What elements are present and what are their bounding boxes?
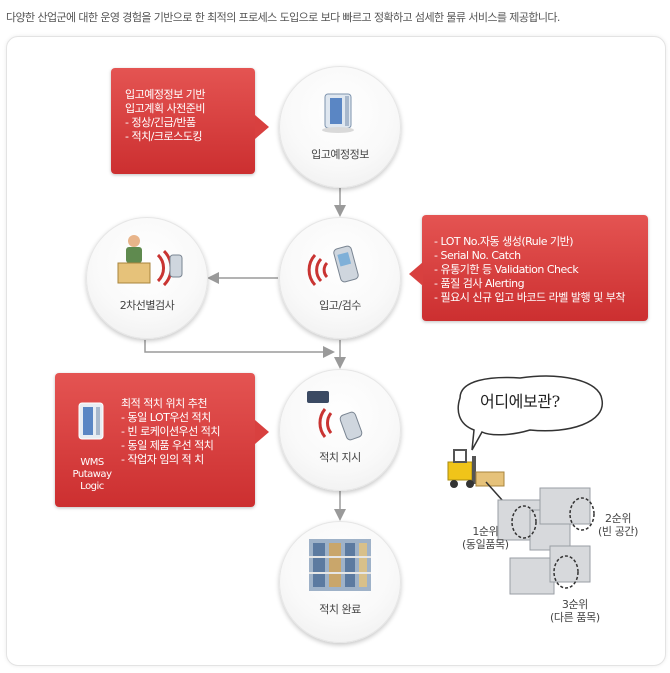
worker-box-icon [117, 235, 183, 287]
callout-line: - 동일 제품 우선 적치 [121, 439, 214, 452]
step-second-inspection: 2차선별검사 [86, 217, 208, 339]
document-scanner-icon [322, 93, 354, 133]
priority-1-label: 1순위 (동일품목) [462, 525, 509, 551]
callout-line: 입고예정정보 기반 [125, 88, 205, 101]
step-label: 적치 완료 [319, 603, 361, 616]
bubble-text: 어디에보관? [480, 392, 560, 411]
priority-2-desc: (빈 공간) [598, 525, 639, 538]
callout-line: - 동일 LOT우선 적치 [121, 411, 211, 424]
callout-putaway: WMS Putaway Logic 최적 적치 위치 추천 - 동일 LOT우선… [55, 373, 255, 507]
step-inspection: 입고/검수 [279, 217, 401, 339]
callout-line: - 품질 검사 Alerting [434, 277, 525, 290]
callout-plan-pointer [255, 115, 269, 139]
callout-line: 최적 적치 위치 추천 [121, 397, 207, 410]
callout-line: - Serial No. Catch [434, 249, 521, 262]
priority-3-desc: (다른 품목) [550, 611, 600, 624]
wms-server-icon [78, 402, 104, 440]
wms-label: WMS [80, 457, 104, 468]
step-receiving-plan: 입고예정정보 [279, 66, 401, 188]
intro-text: 다양한 산업군에 대한 운영 경험을 기반으로 한 최적의 프로세스 도입으로 … [6, 11, 560, 24]
priority-2-label: 2순위 (빈 공간) [598, 512, 638, 538]
rack-group-3 [509, 545, 591, 595]
step-putaway-complete: 적치 완료 [279, 521, 401, 643]
priority-3-marker [553, 555, 579, 589]
callout-putaway-pointer [255, 420, 269, 444]
warehouse-scene-illustration [447, 375, 603, 595]
priority-1-title: 1순위 [472, 525, 499, 538]
callout-line: - LOT No.자동 생성(Rule 기반) [434, 235, 574, 248]
priority-3-title: 3순위 [561, 598, 588, 611]
step-label: 입고예정정보 [311, 148, 369, 161]
wms-label: Putaway [72, 469, 112, 480]
callout-line: - 정상/긴급/반품 [125, 116, 196, 129]
step-label: 적치 지시 [319, 451, 361, 464]
callout-line: - 작업자 임의 적 치 [121, 453, 204, 466]
priority-3-label: 3순위 (다른 품목) [550, 598, 600, 624]
step-label: 2차선별검사 [119, 299, 175, 312]
rack-group-2 [539, 487, 591, 525]
callout-line: - 빈 로케이션우선 적치 [121, 425, 221, 438]
priority-1-marker [511, 505, 537, 539]
priority-2-marker [569, 497, 595, 531]
priority-2-title: 2순위 [605, 512, 632, 525]
callout-receiving-plan: 입고예정정보 기반 입고계획 사전준비 - 정상/긴급/반품 - 적치/크로스도… [111, 68, 255, 174]
callout-inspection-pointer [409, 262, 423, 286]
wireless-scanner-icon [307, 391, 363, 441]
arrow-second-to-putaway [144, 340, 335, 358]
step-putaway-instruction: 적치 지시 [279, 369, 401, 491]
callout-line: 입고계획 사전준비 [125, 102, 205, 115]
callout-line: - 필요시 신규 입고 바코드 라벨 발행 및 부착 [434, 291, 625, 304]
forklift-icon [447, 449, 505, 488]
handheld-scanner-icon [307, 245, 359, 287]
speech-bubble [457, 375, 603, 451]
callout-line: - 적치/크로스도킹 [125, 130, 203, 143]
priority-1-desc: (동일품목) [462, 538, 509, 551]
step-label: 입고/검수 [319, 299, 361, 312]
callout-line: - 유통기한 등 Validation Check [434, 263, 579, 276]
warehouse-rack-icon [309, 539, 371, 591]
wms-label: Logic [80, 481, 104, 492]
callout-inspection: - LOT No.자동 생성(Rule 기반) - Serial No. Cat… [422, 215, 648, 321]
